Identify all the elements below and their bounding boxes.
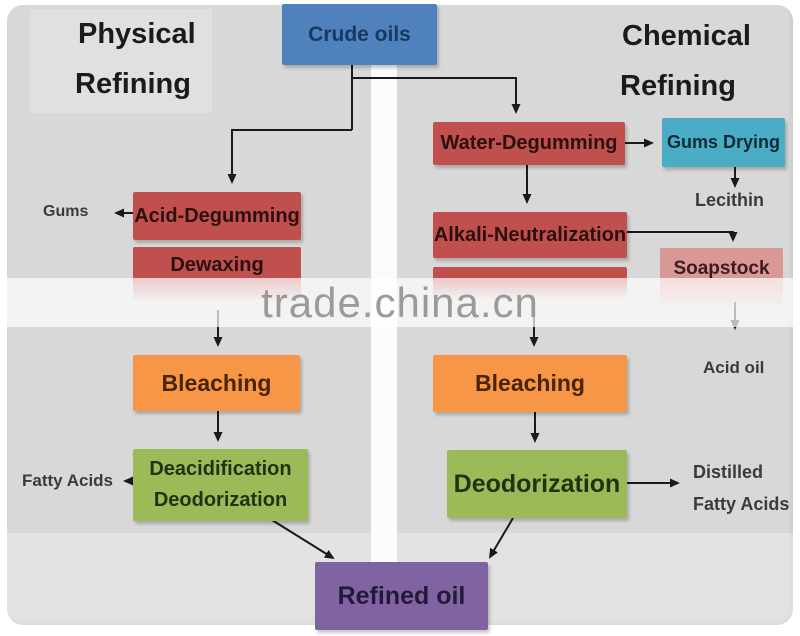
physical-refining-title-line2: Refining [75,68,191,100]
label-distilled-line2: Fatty Acids [693,493,790,514]
label-acid-oil: Acid oil [703,358,765,377]
chemical-refining-title-line1: Chemical [622,20,751,52]
deacidification-line2: Deodorization [153,489,288,511]
label-lecithin: Lecithin [695,190,765,210]
physical-refining-title-line1: Physical [78,18,196,50]
label-fatty-acids: Fatty Acids [22,471,114,490]
node-acid-degumming: Acid-Degumming [133,192,301,240]
watermark-band [7,278,793,327]
node-refined-oil: Refined oil [315,562,488,630]
label-distilled-fatty-acids: Distilled Fatty Acids [693,457,789,520]
node-gums-drying: Gums Drying [662,118,785,167]
node-bleaching-right: Bleaching [433,355,627,412]
node-deodorization: Deodorization [447,450,627,518]
node-alkali-neutralization: Alkali-Neutralization [433,212,627,258]
heading-backdrop [30,9,212,113]
chemical-refining-title-line2: Refining [620,70,736,102]
node-water-degumming: Water-Degumming [433,122,625,165]
label-distilled-line1: Distilled [693,462,764,482]
deacidification-line1: Deacidification [149,458,292,480]
watermark-text: trade.china.cn [261,278,539,326]
node-crude-oils: Crude oils [282,4,437,65]
label-gums: Gums [43,203,89,220]
node-bleaching-left: Bleaching [133,355,300,411]
node-deacidification-deodorization: Deacidification Deodorization [133,449,308,521]
